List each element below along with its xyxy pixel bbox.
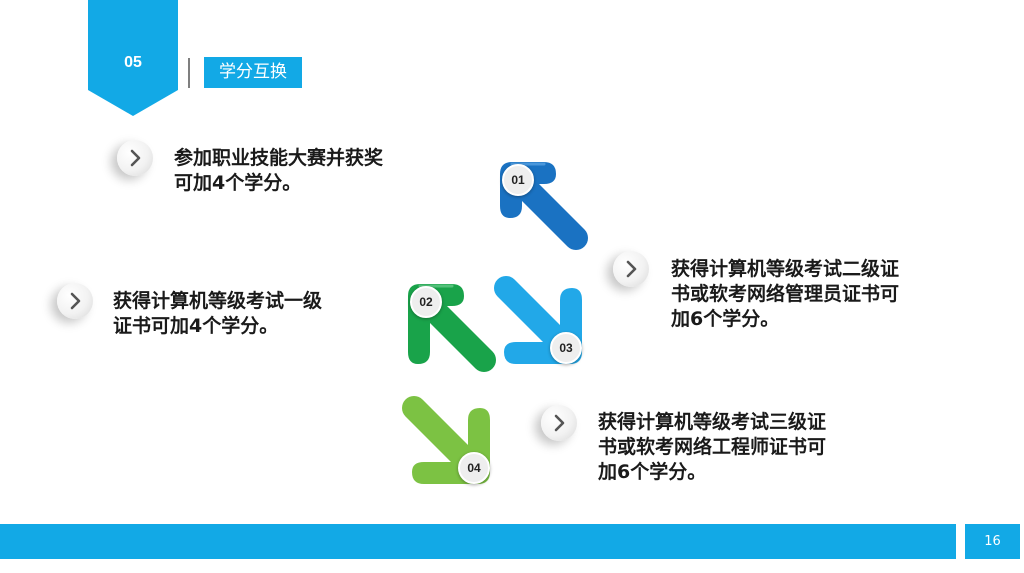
chevron-right-icon (541, 405, 577, 441)
arrow-tile-01: 01 (496, 158, 590, 250)
number-badge-03: 03 (550, 332, 582, 364)
page-number: 16 (965, 524, 1020, 559)
chevron-right-icon (117, 140, 153, 176)
arrow-tile-04: 04 (398, 396, 494, 490)
item-text-03: 获得计算机等级考试二级证书或软考网络管理员证书可加6个学分。 (671, 258, 900, 330)
footer-bar (0, 524, 956, 559)
number-badge-01: 01 (502, 164, 534, 196)
section-number: 05 (124, 54, 142, 71)
item-text-02: 获得计算机等级考试一级证书可加4个学分。 (113, 290, 323, 337)
section-title: 学分互换 (204, 57, 302, 88)
number-badge-04: 04 (458, 452, 490, 484)
chevron-right-icon (613, 251, 649, 287)
chevron-right-icon (57, 283, 93, 319)
arrow-tile-03: 03 (492, 276, 586, 368)
number-badge-02: 02 (410, 286, 442, 318)
badge-shape (88, 0, 178, 116)
item-text-01: 参加职业技能大赛并获奖可加4个学分。 (174, 147, 384, 194)
item-text-04: 获得计算机等级考试三级证书或软考网络工程师证书可加6个学分。 (598, 411, 827, 483)
title-divider (188, 58, 190, 88)
section-badge: 05 (88, 0, 178, 116)
arrow-tile-02: 02 (404, 280, 498, 372)
